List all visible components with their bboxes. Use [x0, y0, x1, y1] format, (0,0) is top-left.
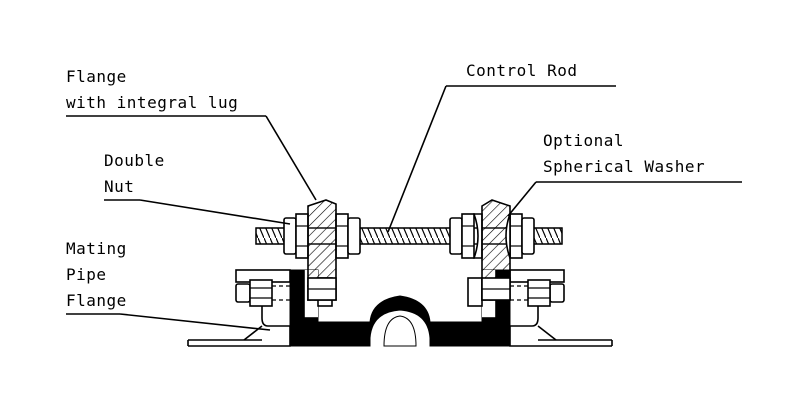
label-flange-line2: with integral lug [66, 93, 238, 112]
leader-flange [66, 115, 317, 201]
right-lug-flange [481, 199, 511, 301]
label-flange-line1: Flange [66, 67, 127, 86]
label-mating-line2: Pipe [66, 265, 107, 284]
leader-optional-washer [507, 181, 742, 217]
label-mating-line1: Mating [66, 239, 127, 258]
label-mating-line3: Flange [66, 291, 127, 310]
label-control-rod: Control Rod [466, 61, 577, 80]
right-nut-set [449, 213, 535, 259]
left-double-nut [283, 213, 361, 259]
leader-double-nut [104, 199, 291, 225]
leader-control-rod [387, 85, 616, 233]
left-lug-flange [307, 199, 337, 301]
lower-left-flange-bolt [235, 279, 318, 307]
rubber-expansion-joint-body [289, 269, 511, 347]
leader-mating-flange [66, 313, 271, 331]
label-optional-line1: Optional [543, 131, 624, 150]
label-double-nut-line1: Double [104, 151, 165, 170]
label-double-nut-line2: Nut [104, 177, 134, 196]
label-optional-line2: Spherical Washer [543, 157, 705, 176]
